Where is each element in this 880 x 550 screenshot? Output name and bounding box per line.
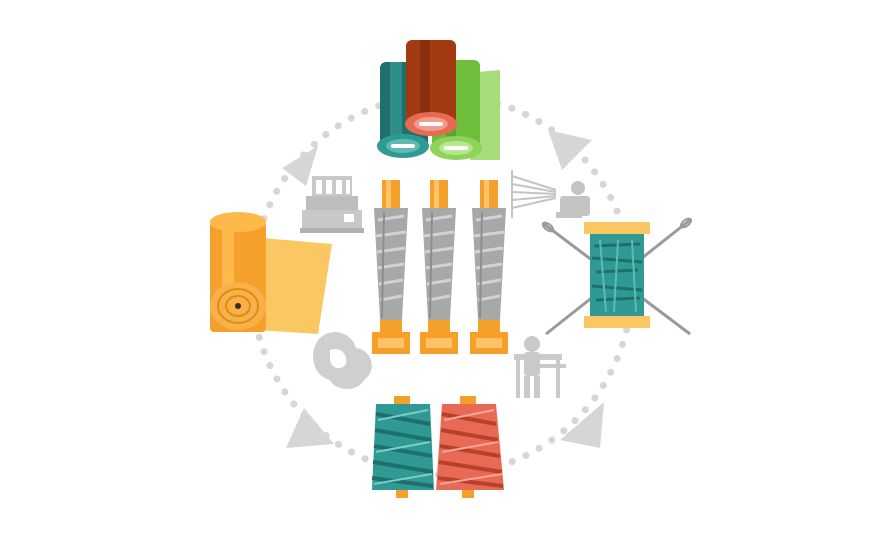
textile-worker-icon [514, 336, 566, 398]
arrow-top-left-icon [282, 146, 318, 186]
raw-cotton-icon [313, 332, 372, 389]
bobbin-3 [470, 180, 508, 354]
weaving-loom-icon [511, 170, 590, 218]
yarn-bobbins-icon [372, 180, 508, 354]
cycle-arrows [282, 130, 604, 448]
cloth-roll-icon [210, 212, 332, 334]
arrow-bottom-left-icon [286, 408, 334, 448]
sewing-machine-icon [300, 176, 364, 233]
fabric-rolls-icon [377, 40, 500, 160]
bobbin-1 [372, 180, 410, 354]
arrow-bottom-right-icon [560, 402, 604, 448]
thread-spool-with-needles-icon [541, 217, 693, 336]
arrow-top-right-icon [548, 130, 592, 170]
coral-cone [436, 396, 504, 498]
bobbin-2 [420, 180, 458, 354]
thread-cones-icon [371, 396, 504, 498]
teal-cone [371, 396, 434, 498]
